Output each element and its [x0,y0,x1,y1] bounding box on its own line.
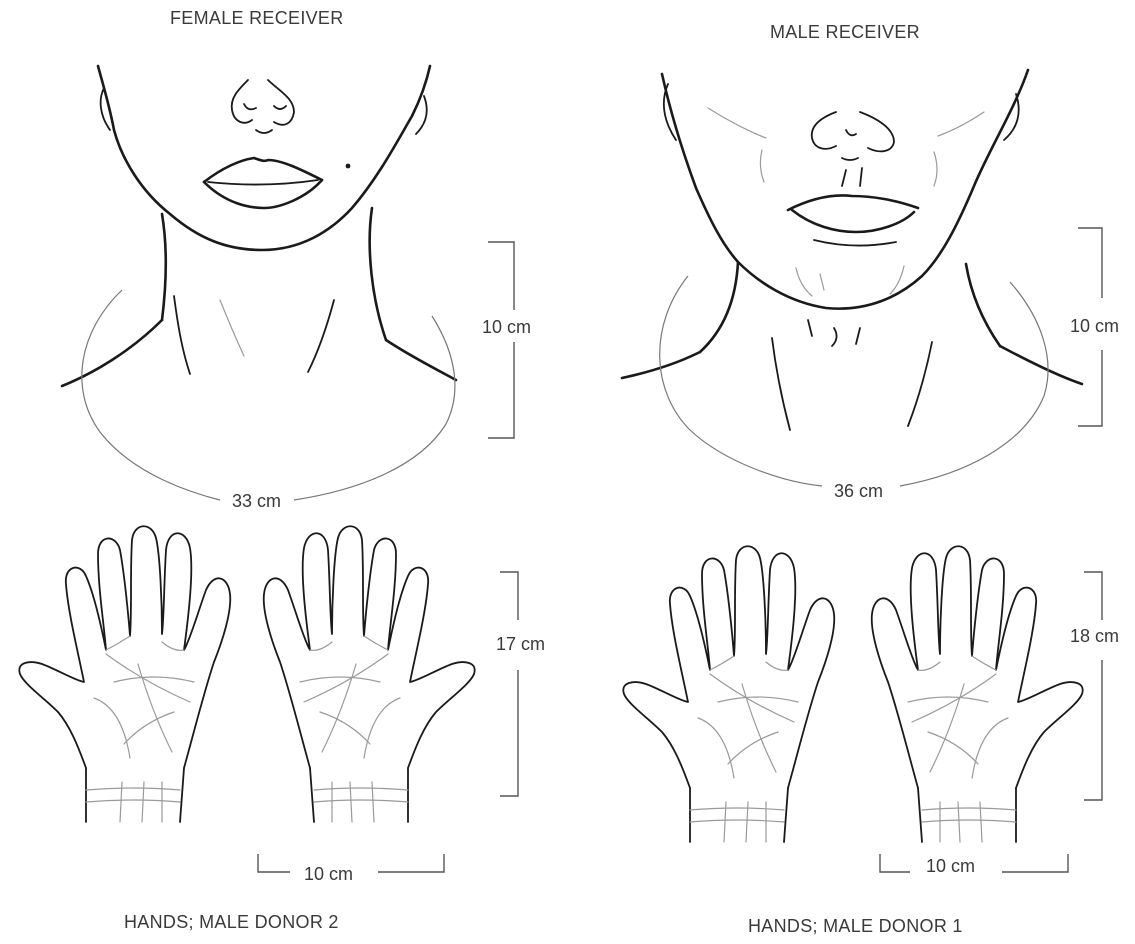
male-neck-circumference-label: 36 cm [834,481,883,502]
donor2-length-bracket-bottom [500,670,518,796]
female-face-neck-drawing [62,66,456,386]
donor1-hands-drawing [623,546,1082,842]
donor1-width-bracket-left [880,854,910,872]
donor1-caption: HANDS; MALE DONOR 1 [748,916,963,937]
female-neck-height-bracket-bottom [488,342,514,438]
donor1-hand-width-label: 10 cm [926,856,975,877]
male-neck-height-bracket-top [1078,228,1102,298]
female-neck-circumference-label: 33 cm [232,491,281,512]
male-receiver-title: MALE RECEIVER [770,22,920,43]
donor1-width-bracket-right [1002,854,1068,872]
male-face-neck-drawing [622,70,1082,430]
male-neck-height-label: 10 cm [1070,316,1119,337]
donor2-width-bracket-left [258,854,290,872]
donor2-hand-width-label: 10 cm [304,864,353,885]
donor2-width-bracket-right [378,854,444,872]
female-receiver-title: FEMALE RECEIVER [170,8,344,29]
male-neck-circumference-arc [660,276,822,486]
female-neck-circumference-arc [82,290,220,500]
male-neck-height-bracket-bottom [1078,350,1102,426]
donor1-length-bracket-bottom [1084,660,1102,800]
donor1-length-bracket-top [1084,572,1102,620]
female-neck-circumference-arc-right [294,316,455,500]
donor2-hand-length-label: 17 cm [496,634,545,655]
donor1-hand-length-label: 18 cm [1070,626,1119,647]
female-neck-height-label: 10 cm [482,317,531,338]
female-neck-height-bracket-top [488,242,514,310]
donor2-length-bracket-top [500,572,518,620]
donor2-hands-drawing [19,526,474,822]
donor2-caption: HANDS; MALE DONOR 2 [124,912,339,933]
